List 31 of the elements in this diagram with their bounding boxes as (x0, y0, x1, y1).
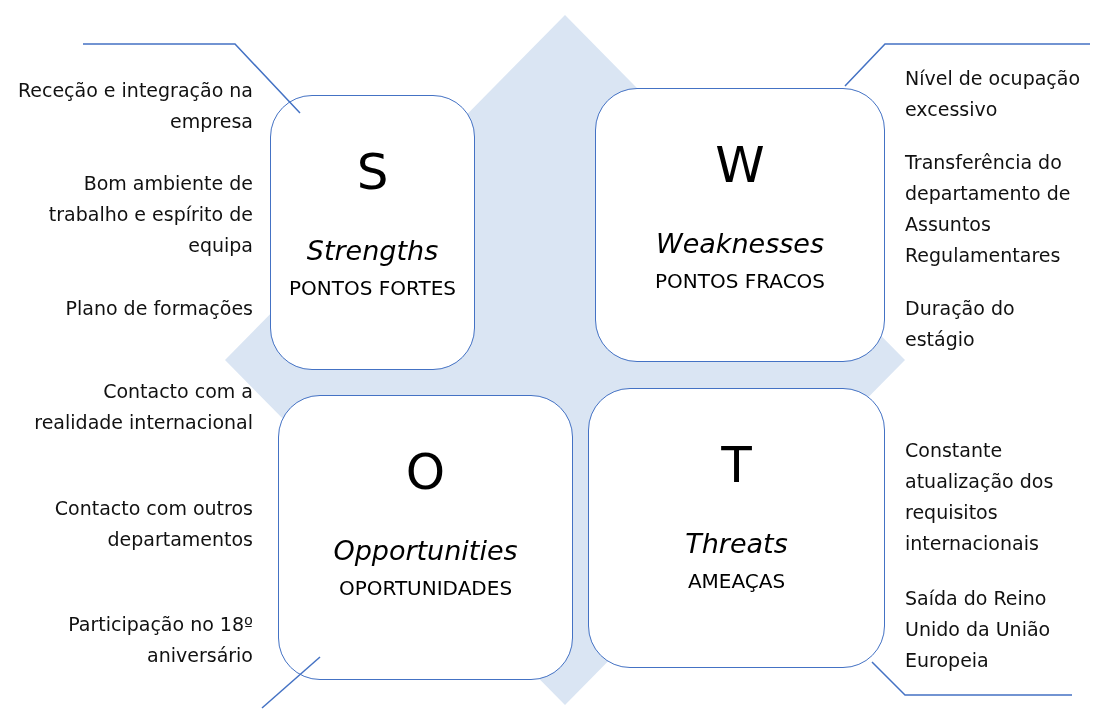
leader-line (871, 661, 1073, 696)
side-note: Nível de ocupação excessivo (905, 66, 1082, 122)
swot-letter: O (405, 444, 446, 500)
quadrant-box (270, 95, 475, 370)
side-note: Duração do estágio (905, 296, 1016, 352)
side-note: Participação no 18º aniversário (67, 612, 253, 668)
category-title: Strengths (306, 234, 439, 268)
quadrant-box (588, 388, 885, 668)
side-note: Contacto com a realidade internacional (33, 379, 253, 435)
leader-line (82, 43, 301, 114)
leader-line (844, 43, 1091, 87)
category-subtitle: PONTOS FRACOS (654, 268, 826, 295)
side-note: Saída do Reino Unido da União Europeia (905, 586, 1052, 673)
side-note: Plano de formações (64, 296, 253, 321)
swot-letter: T (721, 437, 752, 493)
swot-letter: W (715, 137, 765, 193)
side-note: Contacto com outros departamentos (53, 496, 253, 552)
swot-letter: S (356, 144, 389, 200)
category-title: Threats (685, 527, 788, 561)
category-title: Opportunities (333, 534, 518, 568)
side-note: Bom ambiente de trabalho e espírito de equipa (47, 171, 253, 258)
quadrant-box (278, 395, 573, 680)
side-note: Receção e integração na empresa (16, 78, 253, 134)
side-note: Constante atualização dos requisitos internacionais (905, 438, 1055, 556)
category-subtitle: AMEAÇAS (687, 568, 786, 595)
quadrant-box (595, 88, 885, 362)
leader-line (261, 656, 321, 709)
category-subtitle: PONTOS FORTES (289, 275, 456, 302)
category-title: Weaknesses (656, 227, 824, 261)
category-subtitle: OPORTUNIDADES (338, 575, 513, 602)
side-note: Transferência do departamento de Assuntos Regulamentares (905, 150, 1072, 268)
